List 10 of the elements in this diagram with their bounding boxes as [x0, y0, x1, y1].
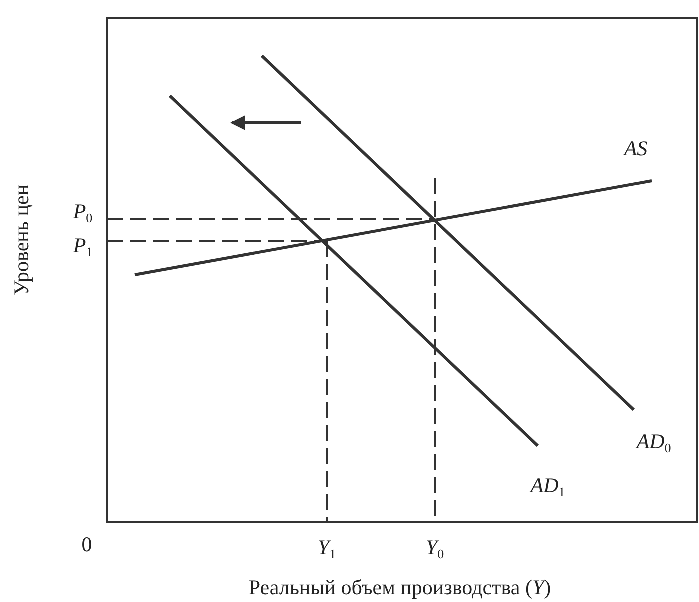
axis-label: Реальный объем производства (Y): [248, 578, 552, 598]
tick-label: Y$_{1}$: [318, 538, 336, 560]
curve-label: AD$_{1}$: [530, 476, 566, 498]
axis-label: Уровень цен: [12, 184, 32, 296]
curve-label: AD$_{0}$: [636, 432, 672, 454]
curve-label: AS: [624, 138, 648, 160]
tick-label: P$_{0}$: [73, 202, 93, 224]
tick-label: Y$_{0}$: [426, 538, 444, 560]
tick-label: P$_{1}$: [73, 236, 93, 258]
origin-label: 0: [82, 534, 92, 556]
